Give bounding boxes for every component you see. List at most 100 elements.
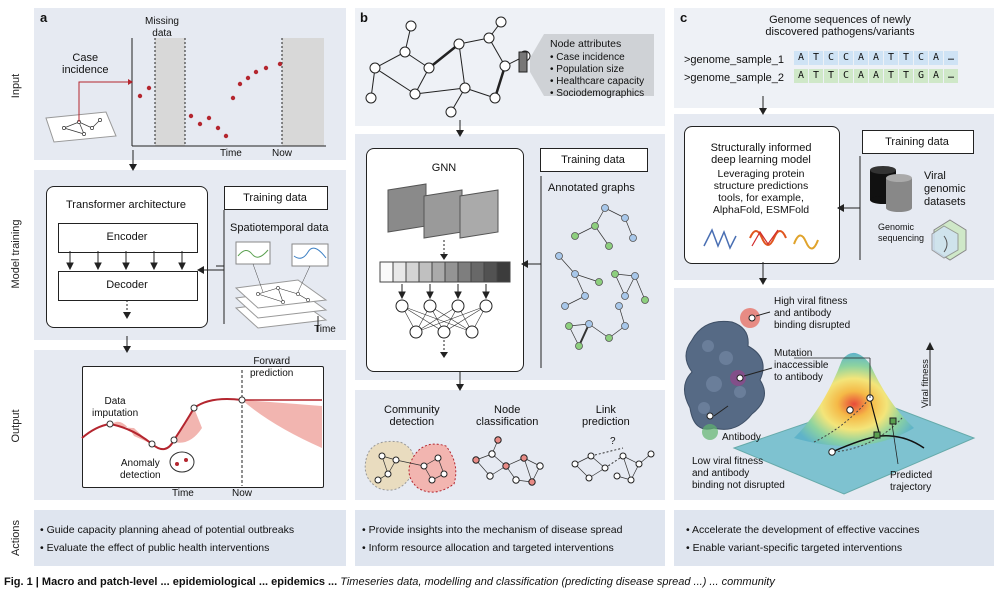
anomaly-detection-label: Anomaly detection (120, 458, 161, 481)
arrow-c-1 (759, 96, 767, 115)
node-attribute-4: • Sociodemographics (550, 88, 645, 99)
training-bracket-c (852, 156, 861, 260)
actions-b-2: • Inform resource allocation and targete… (362, 542, 614, 554)
row-label-output: Output (10, 409, 22, 443)
arrow-c-2 (759, 262, 767, 285)
nucleotide-cell: C (839, 69, 853, 83)
arrow-b-1 (456, 120, 464, 137)
viral-fitness-axis-label: Viral fitness (920, 359, 931, 408)
spatiotemporal-stack (234, 241, 329, 332)
figure-caption: Fig. 1 | Macro and patch-level ... epide… (4, 576, 775, 588)
nucleotide-cell: A (869, 51, 883, 65)
protein-structure-icons (703, 228, 819, 250)
training-data-box-b (540, 148, 648, 172)
panel-letter-b: b (360, 10, 368, 25)
output-now-label: Now (232, 488, 253, 499)
nucleotide-cell: T (809, 51, 823, 65)
node-classification-label: Node classification (476, 404, 539, 428)
panel-b-actions-bg (355, 510, 665, 566)
nucleotide-cell: A (794, 69, 808, 83)
annotated-graphs-label: Annotated graphs (548, 182, 635, 194)
classification-graph (472, 436, 544, 486)
nucleotide-cell: T (824, 69, 838, 83)
nucleotide-cell: … (944, 69, 958, 83)
transformer-title: Transformer architecture (65, 199, 187, 211)
gnn-network (379, 183, 511, 358)
training-bracket-b (533, 176, 542, 368)
gnn-title: GNN (431, 162, 457, 174)
database-icon (870, 166, 912, 212)
encoder-decoder-arrows (66, 251, 186, 271)
community-detection-label: Community detection (384, 404, 440, 428)
nucleotide-cell: C (824, 51, 838, 65)
deep-learning-model-box (684, 126, 840, 264)
nucleotide-cell: T (899, 69, 913, 83)
panel-letter-c: c (680, 10, 688, 25)
missing-data-label: Missing data (145, 16, 179, 39)
input-graph-b (365, 16, 531, 118)
nucleotide-cell: C (839, 51, 853, 65)
training-to-decoder-arrow (197, 266, 224, 274)
training-data-box-a (224, 186, 328, 210)
panel-a-actions-bg (34, 510, 346, 566)
viral-datasets-label: Viral genomic datasets (924, 170, 966, 208)
arrow-a-1 (129, 150, 137, 171)
incidence-points (137, 61, 283, 139)
training-bracket-a (216, 210, 225, 324)
link-prediction-label: Link prediction (582, 404, 630, 428)
nucleotide-cell: T (809, 69, 823, 83)
node-attribute-2: • Population size (550, 64, 625, 75)
nucleotide-cell: T (899, 51, 913, 65)
model-title: Structurally informed deep learning mode… (710, 142, 812, 166)
actions-a-2: • Evaluate the effect of public health i… (40, 542, 270, 554)
caption-italic: Timeseries data, modelling and classific… (340, 576, 775, 588)
high-fitness-label: High viral fitness and antibody binding … (774, 296, 851, 331)
arrow-a-2 (123, 336, 131, 353)
node-attributes-title: Node attributes (550, 38, 622, 50)
nucleotide-cell: C (914, 51, 928, 65)
row-label-training: Model training (10, 219, 22, 289)
training-data-label-b: Training data (561, 154, 625, 166)
fitness-landscape (684, 308, 976, 495)
low-fitness-label: Low viral fitness and antibody binding n… (692, 456, 785, 491)
data-imputation-label: Data imputation (92, 396, 139, 419)
nucleotide-cell: G (914, 69, 928, 83)
output-timeseries (81, 370, 322, 486)
actions-b-1: • Provide insights into the mechanism of… (362, 524, 623, 536)
genomic-sequencing-label: Genomic sequencing (878, 222, 925, 243)
predicted-trajectory-label: Predicted trajectory (890, 470, 933, 493)
nucleotide-cell: A (869, 69, 883, 83)
community-graph (364, 440, 457, 493)
annotated-graphs (555, 204, 649, 350)
node-attributes-callout (530, 34, 654, 96)
case-incidence-plot (45, 38, 326, 147)
nucleotide-cell: A (854, 51, 868, 65)
link-prediction-graph (571, 447, 655, 484)
nucleotide-cell: A (854, 69, 868, 83)
output-time-label: Time (172, 488, 194, 499)
panel-letter-a: a (40, 10, 48, 25)
forward-prediction-label: Forward prediction (250, 356, 294, 379)
actions-c-2: • Enable variant-specific targeted inter… (686, 542, 903, 554)
actions-a-1: • Guide capacity planning ahead of poten… (40, 524, 295, 536)
decoder-block (58, 271, 198, 301)
arrow-b-2 (456, 372, 464, 391)
training-data-box-c (862, 130, 974, 154)
input-time-label: Time (220, 148, 242, 159)
encoder-block (58, 223, 198, 253)
row-label-input: Input (10, 73, 22, 99)
nucleotide-cell: … (944, 51, 958, 65)
case-incidence-label: Case incidence (62, 52, 109, 76)
nucleotide-cell: A (929, 69, 943, 83)
node-attribute-3: • Healthcare capacity (550, 76, 645, 87)
antibody-label: Antibody (722, 432, 761, 443)
link-question-mark: ? (610, 436, 616, 447)
nucleotide-cell: A (929, 51, 943, 65)
leveraging-text: Leveraging protein structure predictions… (712, 168, 810, 216)
nucleotide-cell: A (794, 51, 808, 65)
sequencing-icon (931, 219, 967, 261)
training-data-label-a: Training data (243, 192, 307, 204)
genome-sample-2-name: >genome_sample_2 (684, 72, 784, 84)
